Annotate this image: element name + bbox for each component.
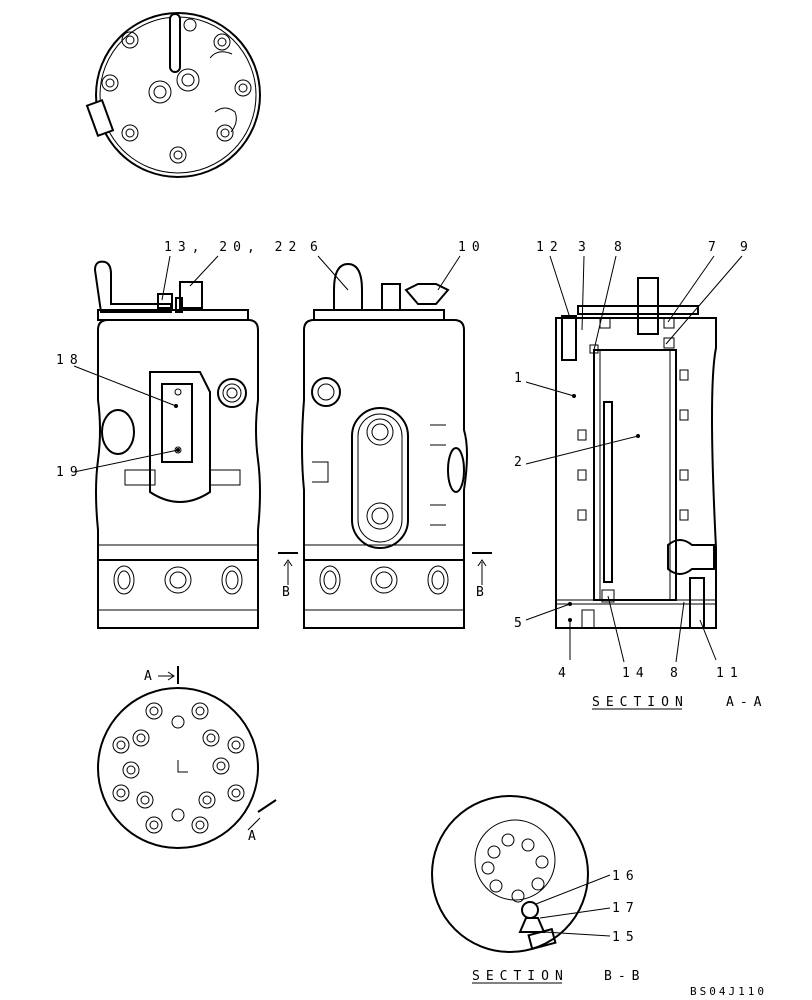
- callout-15: 15: [612, 930, 640, 945]
- callout-8-top: 8: [614, 240, 628, 255]
- callout-5: 5: [514, 616, 528, 631]
- bottom-face-view: [97, 666, 277, 849]
- right-elevation-view: [301, 262, 468, 629]
- callout-9: 9: [740, 240, 754, 255]
- callout-13-20-22: 13, 20, 22: [164, 240, 302, 255]
- section-b-markers: [278, 552, 492, 585]
- leader-lines: [73, 255, 743, 937]
- section-mark-a-bottom: A: [248, 829, 262, 844]
- leader-dots: [174, 394, 640, 622]
- callout-4: 4: [558, 666, 572, 681]
- section-mark-b-right: B: [476, 585, 490, 600]
- callout-19: 19: [56, 465, 84, 480]
- callout-11: 11: [716, 666, 744, 681]
- drawing-code: BS04J110: [690, 985, 767, 998]
- section-aa-caption: SECTION: [592, 695, 689, 710]
- callout-18: 18: [56, 353, 84, 368]
- callout-2: 2: [514, 455, 528, 470]
- callout-14: 14: [622, 666, 650, 681]
- callout-6: 6: [310, 240, 324, 255]
- section-a-a-view: [555, 277, 717, 629]
- callout-1: 1: [514, 371, 528, 386]
- section-b-b-view: [431, 795, 589, 953]
- section-mark-b-left: B: [282, 585, 296, 600]
- section-bb-caption: SECTION: [472, 969, 569, 984]
- callout-17: 17: [612, 901, 640, 916]
- callout-7: 7: [708, 240, 722, 255]
- callout-16: 16: [612, 869, 640, 884]
- callout-12: 12: [536, 240, 564, 255]
- top-view: [85, 12, 261, 178]
- callout-8-bottom: 8: [670, 666, 684, 681]
- section-aa-id: A-A: [726, 695, 767, 710]
- callout-3: 3: [578, 240, 592, 255]
- section-bb-id: B-B: [604, 969, 645, 984]
- callout-10: 10: [458, 240, 486, 255]
- left-elevation-view: [93, 260, 261, 629]
- section-mark-a-top: A: [144, 669, 158, 684]
